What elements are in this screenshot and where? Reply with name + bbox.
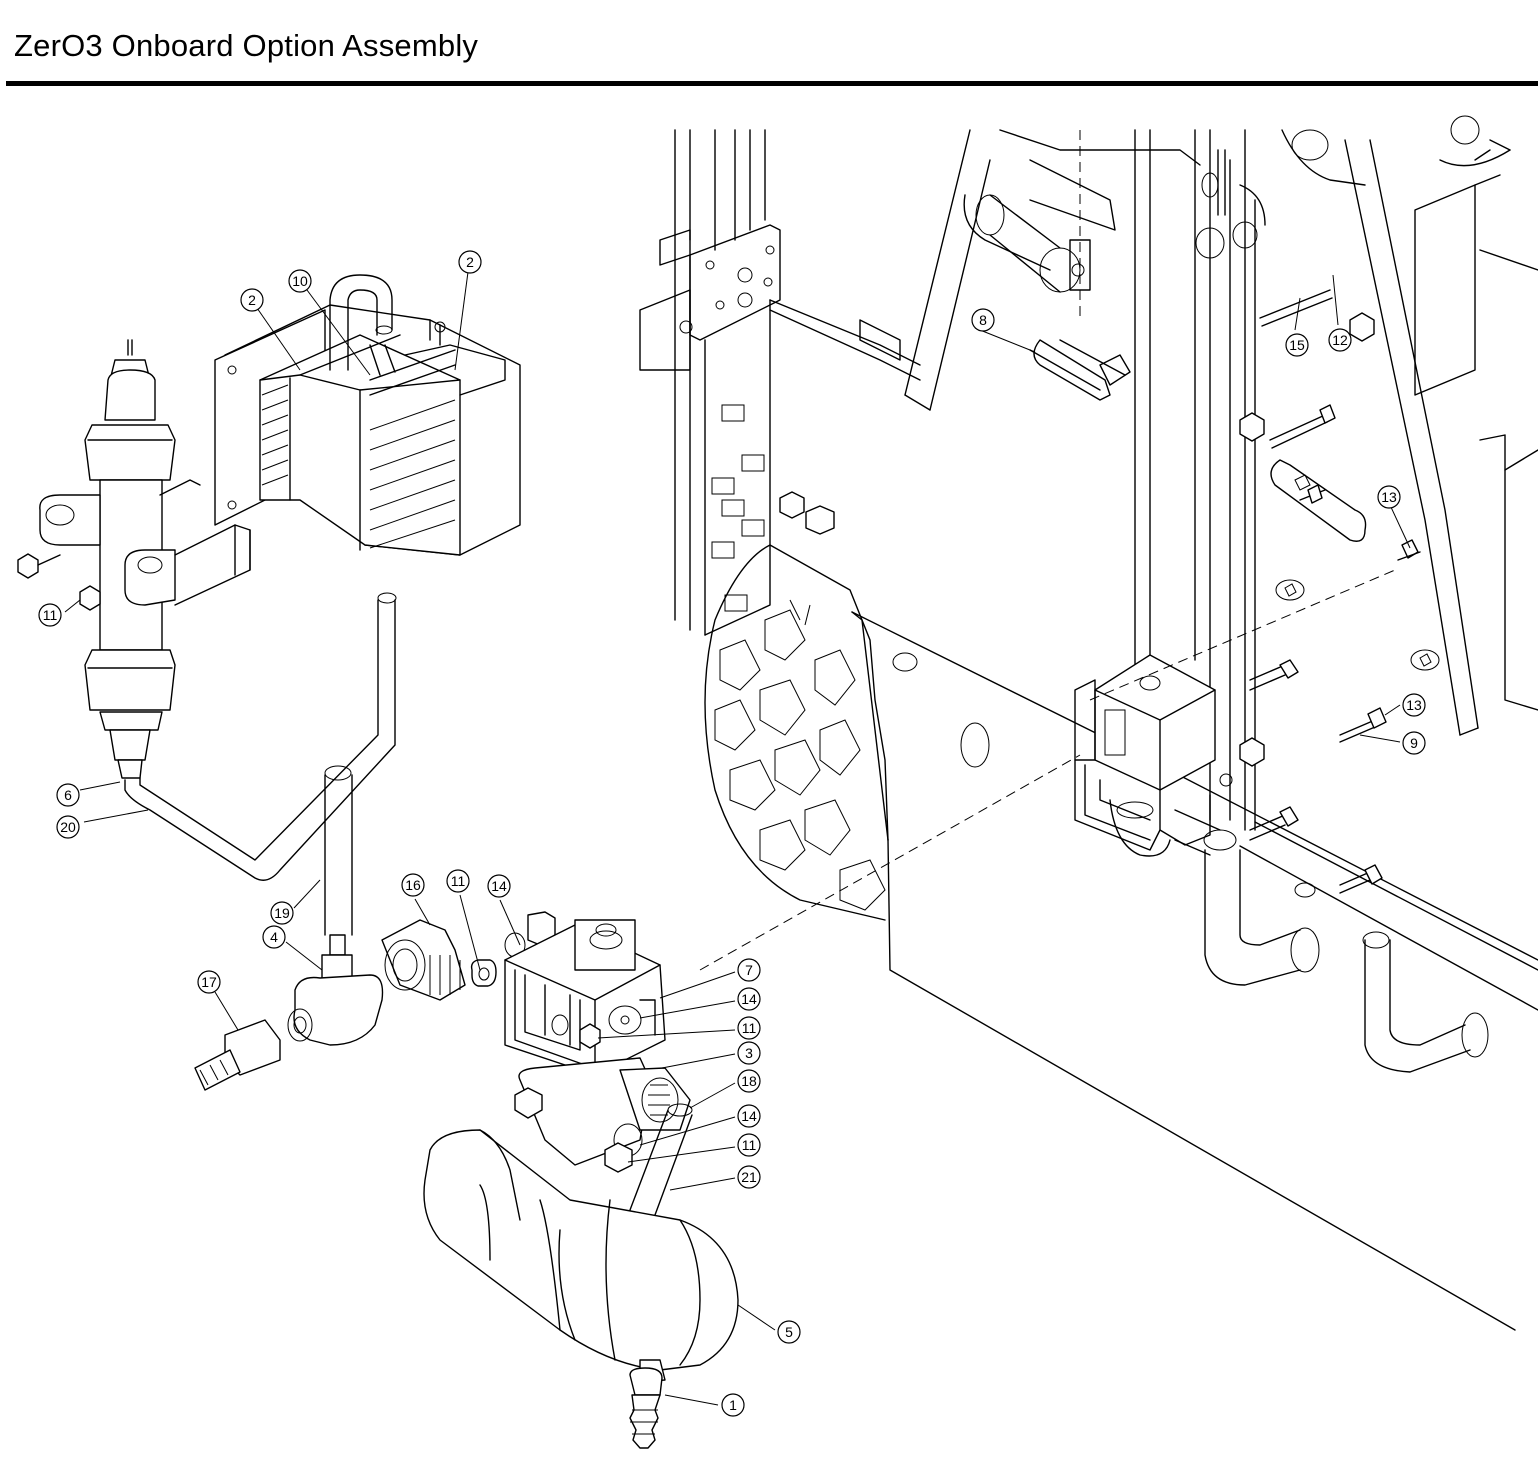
svg-text:18: 18 (741, 1073, 757, 1089)
title-rule (6, 81, 1538, 86)
svg-text:17: 17 (201, 974, 217, 990)
svg-text:1: 1 (729, 1397, 737, 1413)
barb-fitting-1 (629, 1367, 663, 1449)
svg-text:11: 11 (742, 1020, 757, 1036)
callout-9: 9 (1402, 731, 1426, 755)
svg-text:3: 3 (745, 1045, 753, 1061)
callout-11d: 11 (737, 1133, 761, 1157)
svg-text:16: 16 (405, 877, 421, 893)
svg-text:11: 11 (742, 1137, 757, 1153)
svg-text:20: 20 (60, 819, 76, 835)
callout-14c: 14 (737, 1104, 761, 1128)
callout-11b: 11 (446, 869, 470, 893)
callout-21: 21 (737, 1165, 761, 1189)
tank-5 (423, 1129, 739, 1383)
callout-2b: 2 (458, 250, 482, 274)
pump-bracket (504, 911, 666, 1076)
svg-text:5: 5 (785, 1324, 793, 1340)
svg-text:15: 15 (1289, 337, 1305, 353)
svg-text:10: 10 (292, 273, 308, 289)
ozone-generator-module (214, 274, 521, 556)
callout-4: 4 (262, 925, 286, 949)
callout-18: 18 (737, 1069, 761, 1093)
callout-3: 3 (737, 1041, 761, 1065)
callout-10: 10 (288, 269, 312, 293)
tee-fitting (194, 934, 384, 1091)
svg-text:13: 13 (1406, 697, 1422, 713)
filter-housing (17, 339, 251, 779)
callout-13a: 13 (1377, 485, 1401, 509)
machine-frame (639, 115, 1538, 1331)
svg-text:11: 11 (451, 873, 466, 889)
svg-text:7: 7 (745, 962, 753, 978)
callout-1: 1 (721, 1393, 745, 1417)
callout-20: 20 (56, 815, 80, 839)
svg-text:12: 12 (1332, 332, 1348, 348)
callout-14b: 14 (737, 987, 761, 1011)
svg-text:2: 2 (466, 254, 474, 270)
svg-text:9: 9 (1410, 735, 1418, 751)
callout-11a: 11 (38, 603, 62, 627)
callout-7: 7 (737, 958, 761, 982)
callout-14a: 14 (487, 874, 511, 898)
svg-text:4: 4 (270, 929, 278, 945)
explode-line (699, 754, 1081, 971)
pump-body (514, 1057, 691, 1173)
svg-text:14: 14 (741, 1108, 757, 1124)
callout-8: 8 (971, 308, 995, 332)
callout-13b: 13 (1402, 693, 1426, 717)
callouts: 2 10 2 11 6 20 19 4 17 16 11 14 7 14 11 … (38, 250, 1426, 1417)
callout-12: 12 (1328, 328, 1352, 352)
callout-11c: 11 (737, 1016, 761, 1040)
page-title: ZerO3 Onboard Option Assembly (14, 28, 479, 63)
svg-text:21: 21 (741, 1169, 757, 1185)
svg-text:19: 19 (274, 905, 290, 921)
callout-5: 5 (777, 1320, 801, 1344)
callout-15: 15 (1285, 333, 1309, 357)
svg-text:8: 8 (979, 312, 987, 328)
callout-6: 6 (56, 783, 80, 807)
svg-text:13: 13 (1381, 489, 1397, 505)
callout-16: 16 (401, 873, 425, 897)
callout-19: 19 (270, 901, 294, 925)
tube-20 (124, 592, 397, 881)
elbow-16 (381, 919, 497, 1001)
svg-text:14: 14 (491, 878, 507, 894)
svg-text:14: 14 (741, 991, 757, 1007)
tube-19 (324, 765, 353, 936)
svg-text:6: 6 (64, 787, 72, 803)
svg-text:11: 11 (43, 607, 58, 623)
callout-2a: 2 (240, 288, 264, 312)
explode-line (1089, 569, 1396, 701)
callout-17: 17 (197, 970, 221, 994)
svg-text:2: 2 (248, 292, 256, 308)
